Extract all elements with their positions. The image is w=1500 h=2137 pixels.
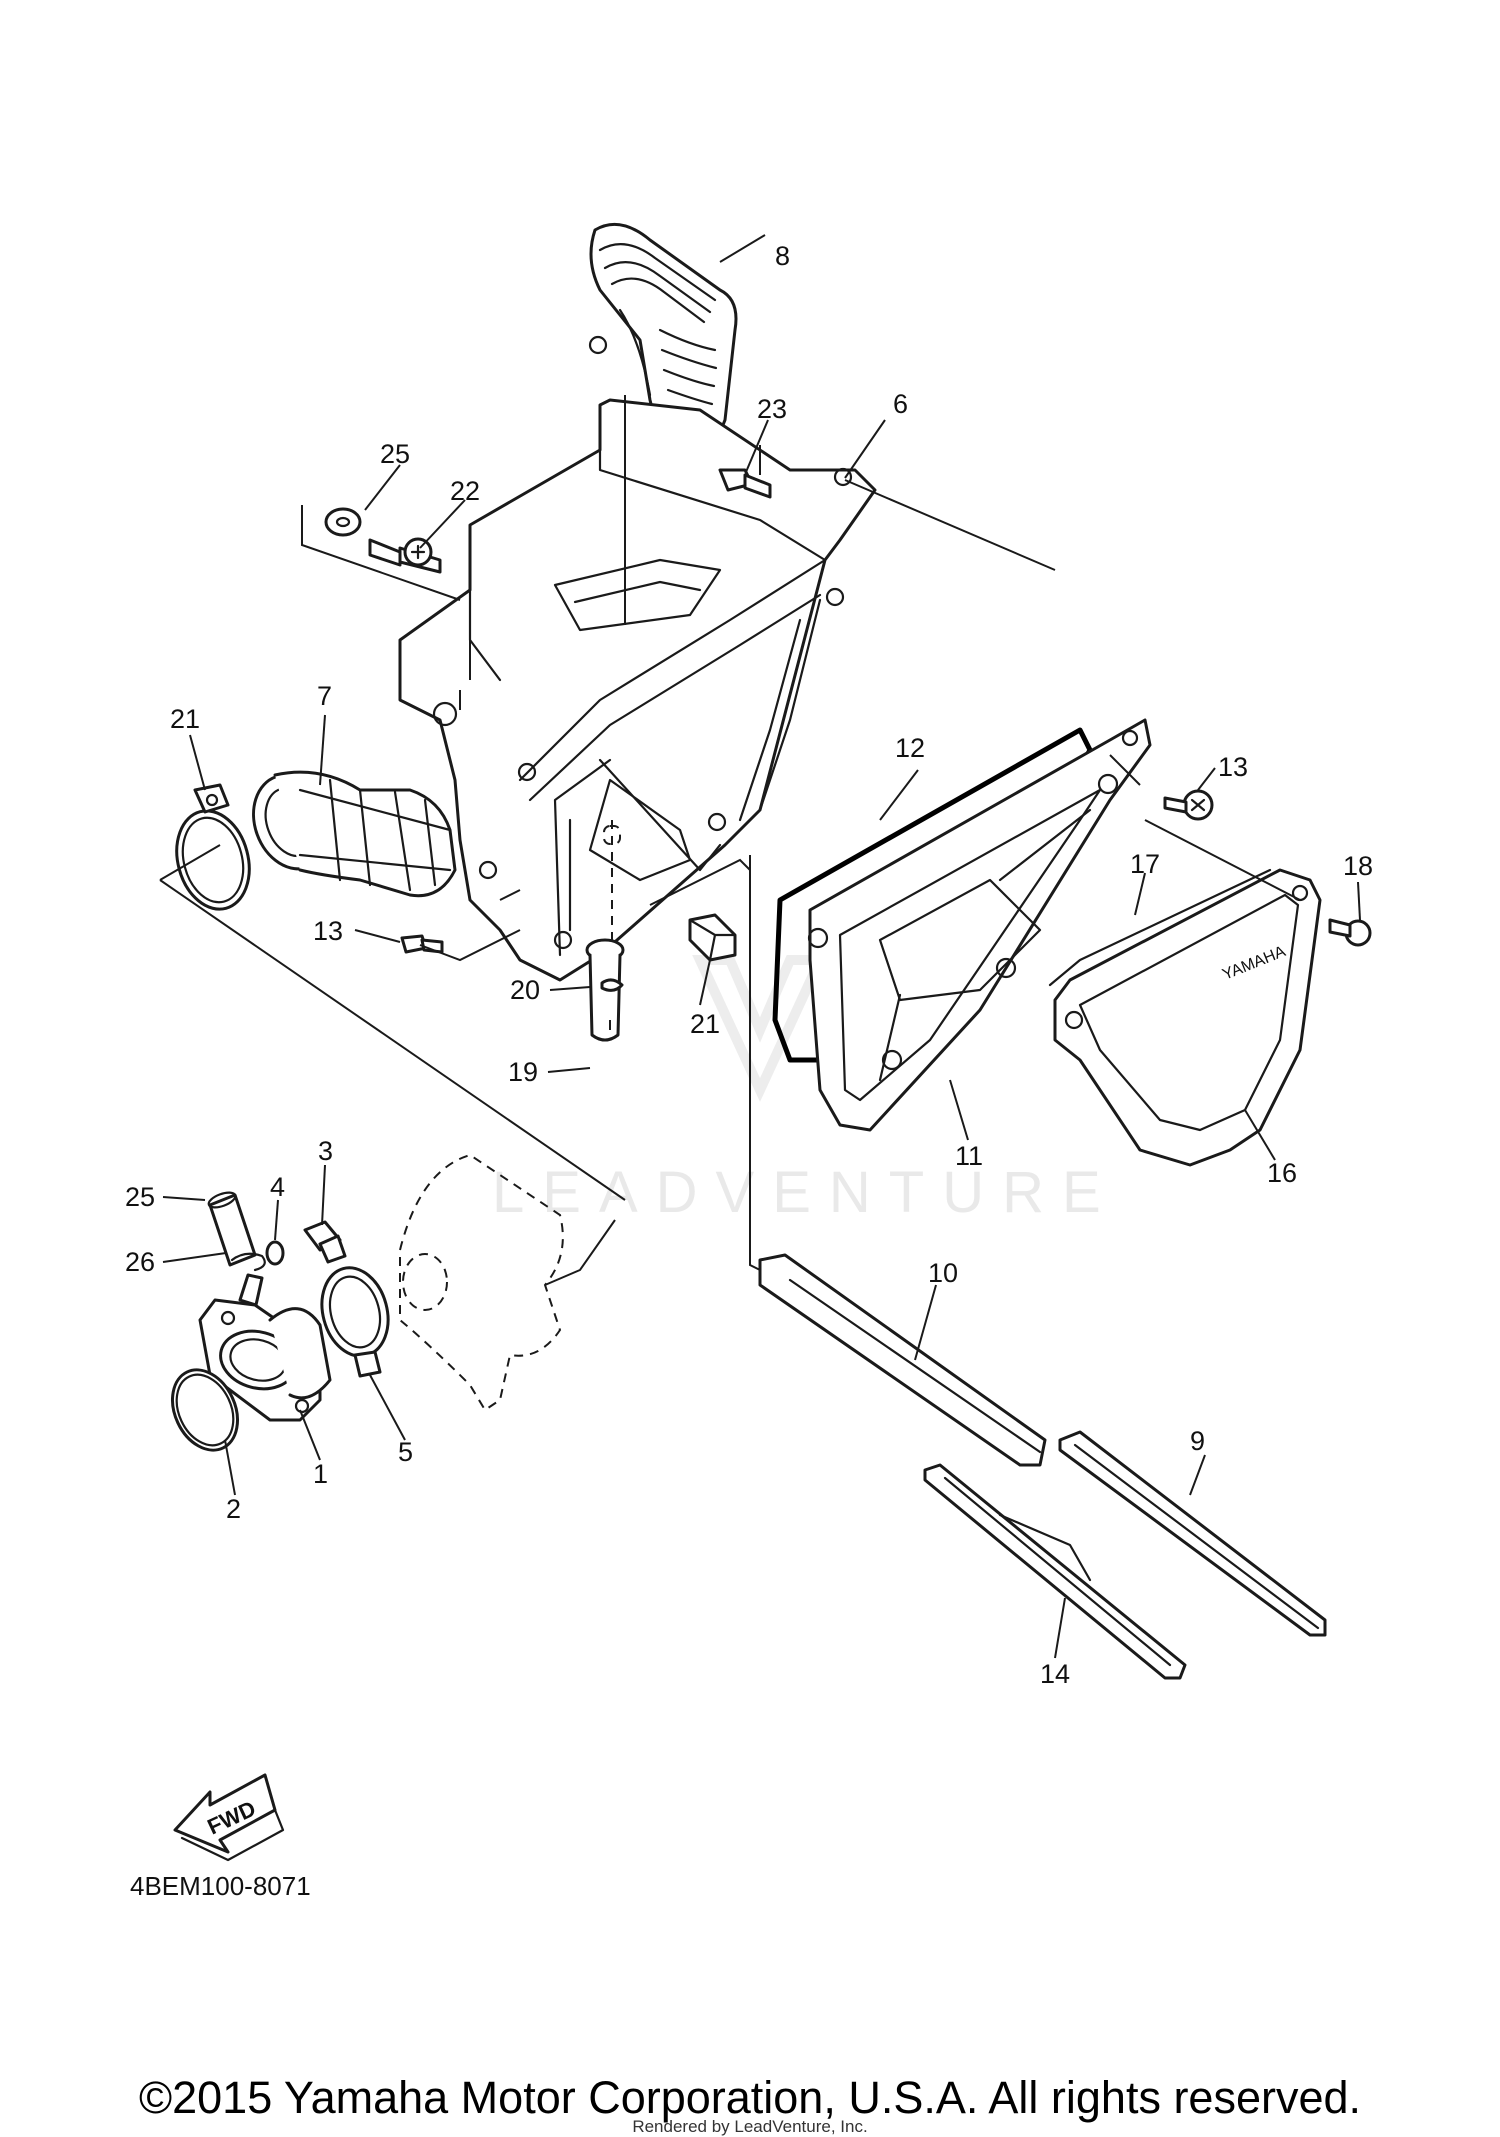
callout-13-right: 13 bbox=[1218, 752, 1248, 782]
hardware-17-screw bbox=[1328, 918, 1372, 947]
callout-labels: 8 6 23 25 22 7 21 12 13 17 18 13 20 21 1… bbox=[125, 241, 1373, 1689]
callout-21: 21 bbox=[170, 704, 200, 734]
callout-leaders bbox=[162, 234, 1361, 1659]
watermark-text: LEADVENTURE bbox=[492, 1160, 1119, 1225]
part-7-joint bbox=[252, 770, 457, 898]
part-5-clamp bbox=[320, 1266, 390, 1378]
callout-16: 17 bbox=[1130, 849, 1160, 879]
rendered-by-notice: Rendered by LeadVenture, Inc. bbox=[632, 2117, 868, 2136]
callout-14: 14 bbox=[1040, 1659, 1070, 1689]
callout-7: 7 bbox=[317, 681, 332, 711]
part-10-filter-element bbox=[758, 1253, 1047, 1467]
watermark: LEADVENTURE bbox=[492, 955, 1119, 1225]
fwd-arrow-icon: FWD bbox=[173, 1773, 285, 1862]
part-8-intake-duct bbox=[589, 222, 738, 440]
assembly-lines bbox=[159, 395, 1301, 1286]
callout-4: 4 bbox=[270, 1172, 285, 1202]
part-6-air-box bbox=[398, 335, 877, 982]
diagram-code: 4BEM100-8071 bbox=[130, 1871, 311, 1901]
callout-19: 20 bbox=[510, 975, 540, 1005]
callout-15: 16 bbox=[1267, 1158, 1297, 1188]
part-21-clamp bbox=[175, 783, 251, 911]
callout-13-left: 13 bbox=[313, 916, 343, 946]
callout-6: 6 bbox=[893, 389, 908, 419]
callout-22: 22 bbox=[450, 476, 480, 506]
part-2-o-ring bbox=[171, 1368, 239, 1452]
copyright-notice: ©2015 Yamaha Motor Corporation, U.S.A. A… bbox=[138, 2072, 1362, 2123]
callout-25: 25 bbox=[125, 1182, 155, 1212]
callout-23: 23 bbox=[757, 394, 787, 424]
callout-5: 5 bbox=[398, 1437, 413, 1467]
part-16-cover-seal bbox=[1048, 868, 1272, 987]
hardware-18-19-20 bbox=[585, 913, 737, 1042]
hardware-24-22-23 bbox=[324, 468, 772, 574]
callout-24: 25 bbox=[380, 439, 410, 469]
callout-17: 18 bbox=[1343, 851, 1373, 881]
callout-10: 10 bbox=[928, 1258, 958, 1288]
callout-18: 19 bbox=[508, 1057, 538, 1087]
callout-1: 1 bbox=[313, 1459, 328, 1489]
part-14-filter-guide bbox=[923, 1463, 1187, 1680]
callout-12: 12 bbox=[895, 733, 925, 763]
hardware-25-26-4-3 bbox=[207, 1191, 347, 1272]
callout-20: 21 bbox=[690, 1009, 720, 1039]
part-9-filter bbox=[1058, 1430, 1327, 1637]
callout-2: 2 bbox=[226, 1494, 241, 1524]
callout-26: 26 bbox=[125, 1247, 155, 1277]
part-11-filter-frame bbox=[807, 718, 1152, 1132]
callout-9: 9 bbox=[1190, 1426, 1205, 1456]
callout-3: 3 bbox=[318, 1136, 333, 1166]
part-1-carb-joint bbox=[198, 1273, 332, 1422]
callout-8: 8 bbox=[775, 241, 790, 271]
callout-11: 11 bbox=[955, 1141, 983, 1171]
part-15-side-cover: YAMAHA bbox=[1053, 868, 1322, 1167]
carburetor-outline bbox=[399, 1153, 564, 1412]
